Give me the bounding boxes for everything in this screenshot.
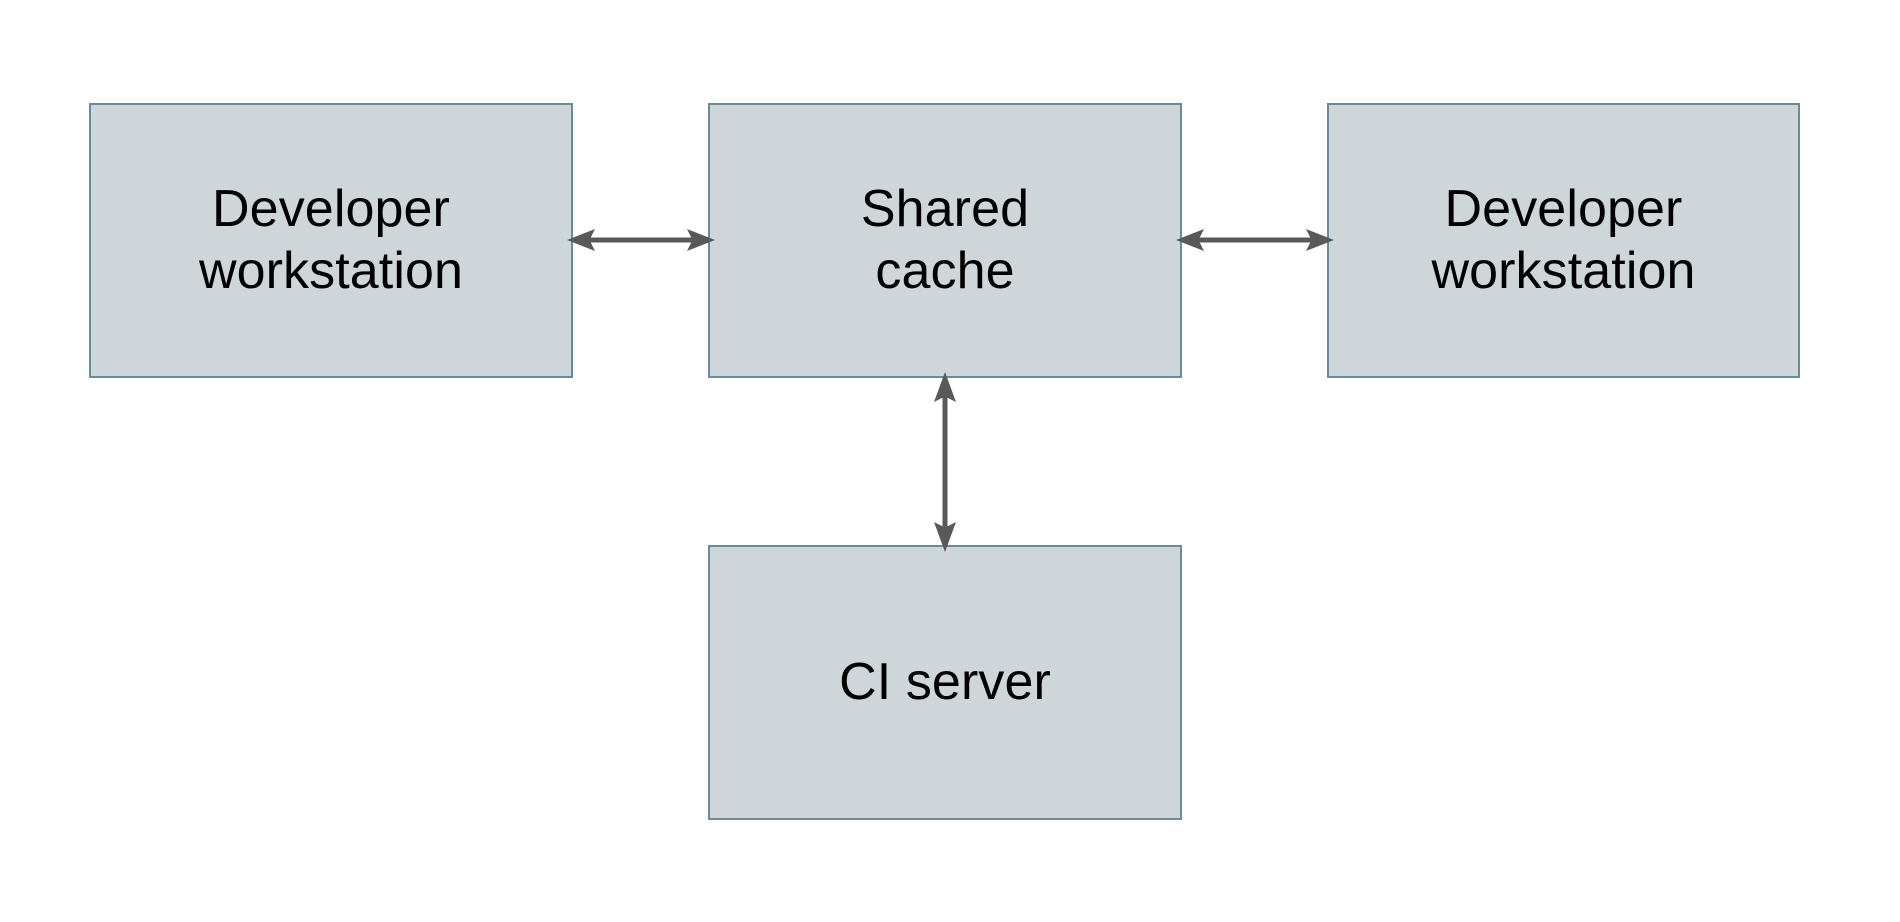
- node-developer-workstation-right[interactable]: Developer workstation: [1327, 103, 1800, 378]
- node-label: CI server: [839, 652, 1051, 711]
- node-ci-server[interactable]: CI server: [708, 545, 1182, 820]
- bidirectional-arrow-icon: [567, 229, 715, 251]
- node-label: Developer workstation: [1431, 180, 1696, 300]
- bidirectional-arrow-icon: [1176, 229, 1334, 251]
- bidirectional-arrow-icon: [934, 372, 956, 552]
- node-label: Shared cache: [860, 180, 1030, 300]
- edge-shared-cache-to-developer-right: [1174, 212, 1336, 268]
- node-shared-cache[interactable]: Shared cache: [708, 103, 1182, 378]
- edge-shared-cache-to-ci-server: [917, 370, 973, 554]
- node-developer-workstation-left[interactable]: Developer workstation: [89, 103, 573, 378]
- edge-developer-left-to-shared-cache: [565, 212, 717, 268]
- node-label: Developer workstation: [198, 180, 464, 300]
